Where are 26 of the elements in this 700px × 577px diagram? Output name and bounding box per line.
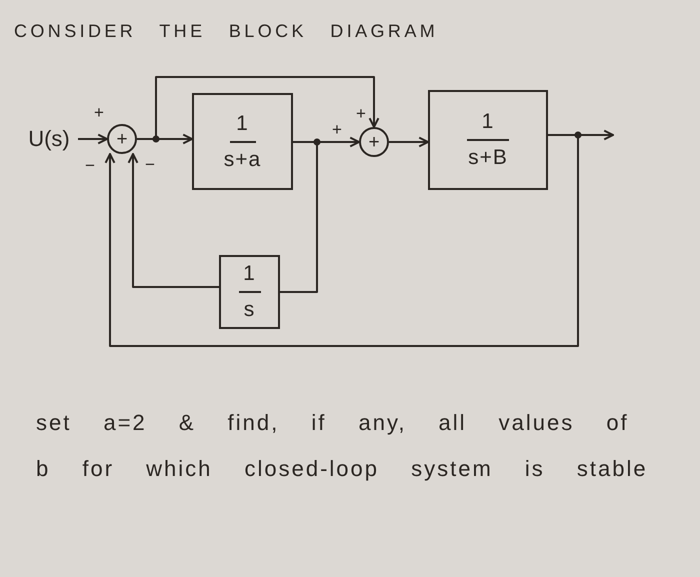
problem-statement: set a=2 & find, if any, all values of b for which closed-loop system is stable	[36, 409, 649, 483]
arrow	[389, 136, 429, 148]
numerator: 1	[482, 111, 494, 133]
connector-line	[548, 132, 582, 138]
denominator: s+a	[224, 148, 262, 170]
numerator: 1	[236, 112, 249, 134]
signal-label: U(s)	[20, 124, 78, 154]
arrow	[78, 134, 108, 144]
transfer-block	[192, 93, 293, 190]
connector-line	[280, 142, 318, 293]
numerator: 1	[243, 263, 256, 285]
denominator: s+B	[468, 147, 508, 169]
transfer-block	[428, 90, 548, 190]
arrow	[128, 153, 219, 288]
arrow	[155, 76, 380, 139]
arrow	[317, 136, 360, 148]
connector-line	[137, 136, 160, 142]
connector-line	[293, 138, 320, 146]
arrow	[156, 134, 193, 144]
arrow	[578, 130, 614, 140]
summing-junction: +	[359, 127, 389, 157]
title: CONSIDER THE BLOCK DIAGRAM	[14, 20, 438, 42]
summing-junction: +	[107, 124, 137, 154]
transfer-block	[219, 255, 280, 329]
denominator: s	[244, 299, 256, 321]
arrow	[104, 135, 579, 347]
